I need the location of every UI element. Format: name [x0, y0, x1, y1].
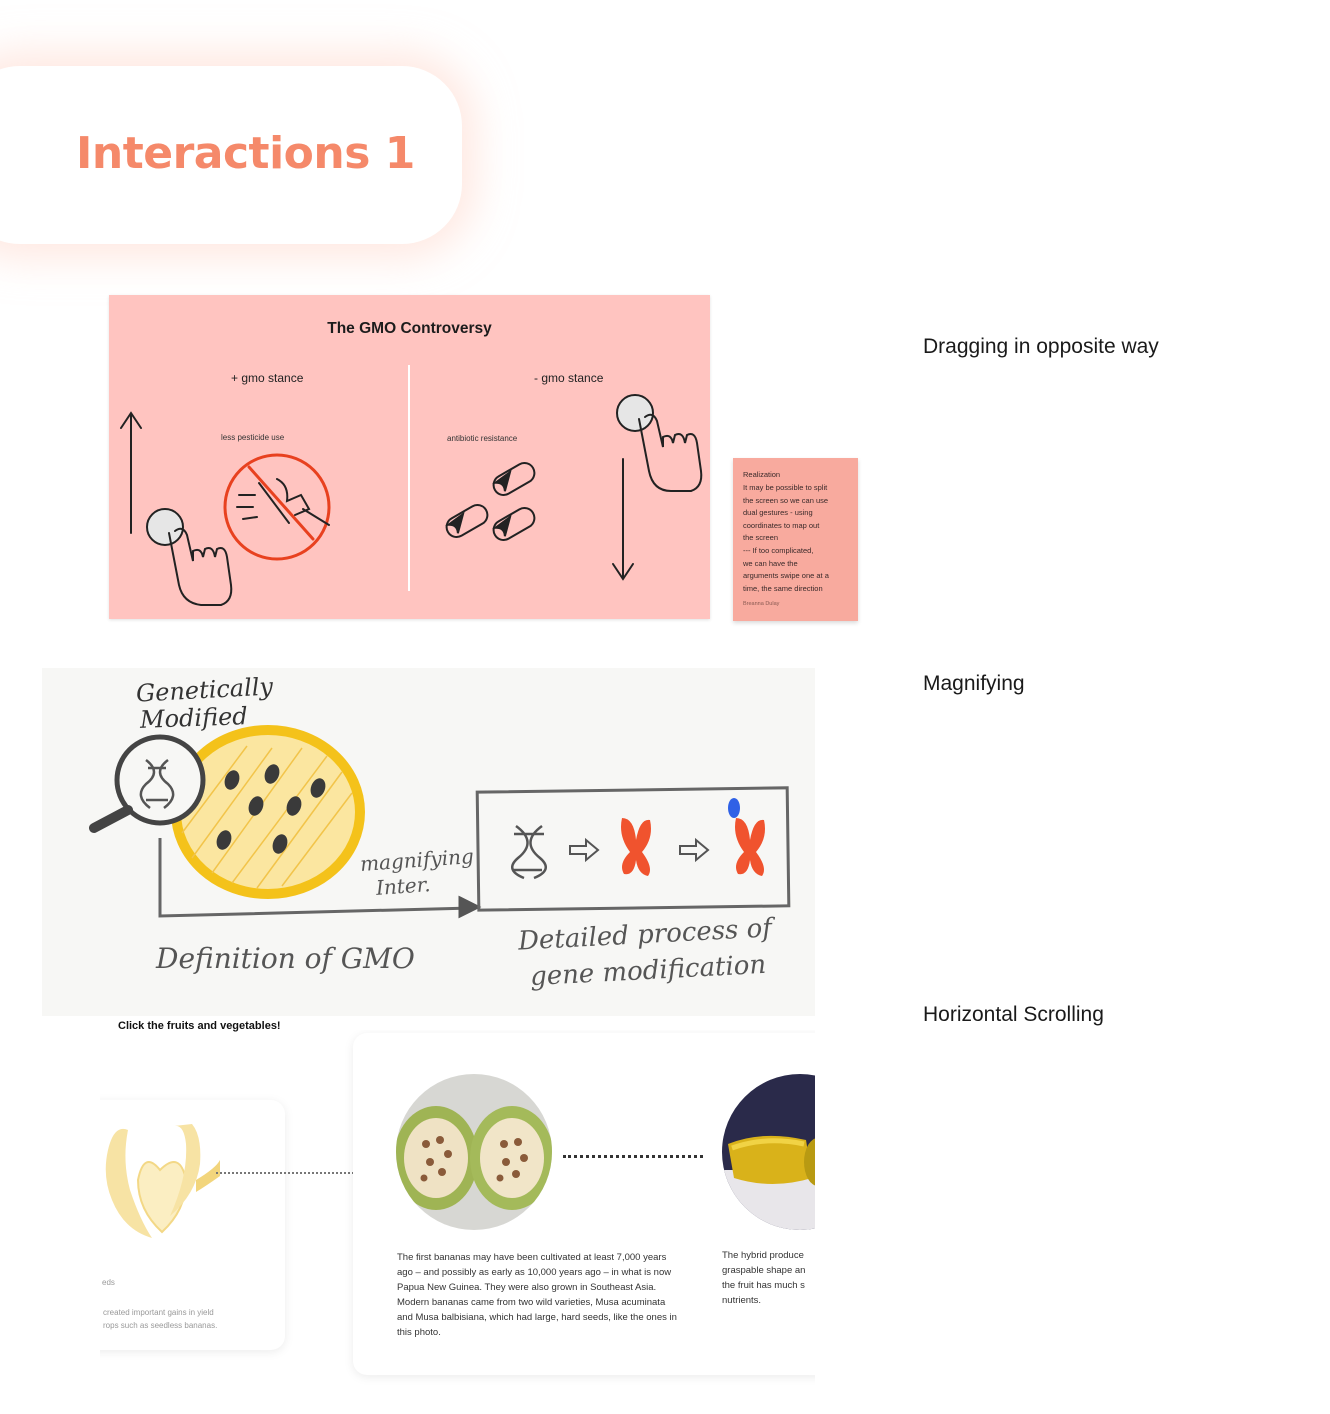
horizontal-scroll-area[interactable]: eds created important gains in yield rop…	[100, 1030, 815, 1414]
magnifying-sketch-panel: Genetically Modified	[42, 668, 815, 1016]
previous-card-text-2: rops such as seedless bananas.	[103, 1319, 217, 1332]
chromosome-icon	[621, 818, 651, 876]
realization-sticky-note: Realization It may be possible to split …	[733, 458, 858, 621]
hybrid-banana-text-4: nutrients.	[722, 1293, 761, 1308]
hybrid-banana-photo	[722, 1074, 815, 1230]
peeled-banana-icon	[100, 1120, 220, 1250]
caption-dragging: Dragging in opposite way	[923, 335, 1159, 359]
sticky-note-author: Breanna Dulay	[743, 601, 779, 607]
caption-horizontal-scrolling: Horizontal Scrolling	[923, 1003, 1104, 1027]
fruit-card-previous[interactable]: eds created important gains in yield rop…	[100, 1100, 285, 1350]
hybrid-banana-text-3: the fruit has much s	[722, 1278, 805, 1293]
sticky-note-body: It may be possible to split the screen s…	[743, 482, 851, 595]
hybrid-banana-text-2: graspable shape an	[722, 1263, 805, 1278]
hybrid-banana-text-1: The hybrid produce	[722, 1248, 804, 1263]
wild-banana-description: The first bananas may have been cultivat…	[397, 1250, 679, 1340]
section-title: Interactions 1	[76, 128, 415, 179]
previous-card-text-1: created important gains in yield	[103, 1306, 214, 1319]
touch-hand-left-icon	[147, 509, 231, 605]
arrow-right-icon	[570, 840, 598, 860]
drag-up-arrow-icon	[121, 413, 141, 533]
magnifying-arrow-label-2: Inter.	[375, 872, 431, 900]
gene-process-box	[477, 788, 789, 910]
no-pesticide-icon	[225, 455, 329, 559]
connector-dotted-line-2	[563, 1155, 703, 1158]
connector-dotted-line	[216, 1172, 354, 1174]
antibiotic-pills-icon	[443, 459, 538, 543]
magnifying-glass-icon	[94, 737, 203, 828]
drag-down-arrow-icon	[613, 459, 633, 579]
sticky-note-title: Realization	[743, 470, 780, 479]
modified-chromosome-icon	[728, 798, 765, 876]
fruit-cross-section-icon	[176, 730, 360, 894]
gmo-controversy-slide: The GMO Controversy + gmo stance - gmo s…	[109, 295, 710, 619]
previous-card-heading: eds	[102, 1275, 115, 1290]
touch-hand-right-icon	[617, 395, 701, 491]
arrow-right-icon-2	[680, 840, 708, 860]
wild-banana-photo	[396, 1074, 552, 1230]
definition-caption: Definition of GMO	[156, 942, 415, 975]
caption-magnifying: Magnifying	[923, 672, 1025, 696]
dna-icon	[512, 826, 546, 878]
